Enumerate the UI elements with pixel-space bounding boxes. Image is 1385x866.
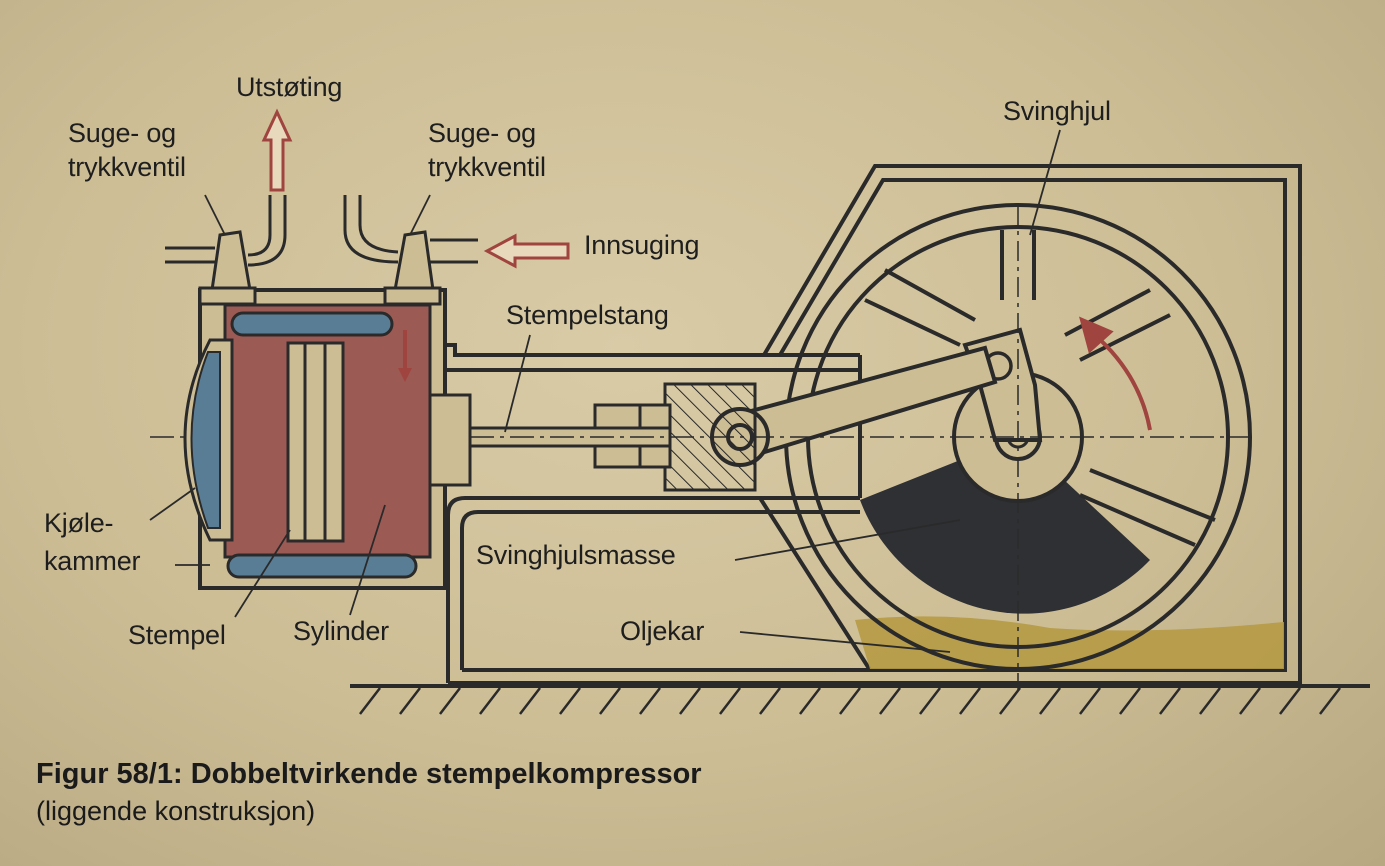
- flywheel-mass-label: Svinghjulsmasse: [476, 540, 676, 570]
- rotation-arrow: [1079, 316, 1152, 431]
- valve-left-label-line2: trykkventil: [68, 152, 186, 182]
- valve-right: [343, 195, 478, 306]
- ground: [350, 684, 1370, 715]
- oil-sump: [855, 616, 1284, 669]
- figure-caption-subtitle: (liggende konstruksjon): [36, 796, 316, 826]
- piston-rod-label: Stempelstang: [506, 300, 669, 330]
- cylinder-label: Sylinder: [293, 616, 389, 646]
- crankcase-housing: [443, 164, 1302, 685]
- valve-right-label-line2: trykkventil: [428, 152, 546, 182]
- cooling-chamber-label-line2: kammer: [44, 546, 141, 576]
- intake-label: Innsuging: [584, 230, 700, 260]
- cooling-chamber-label-line1: Kjøle-: [44, 508, 114, 538]
- valve-left: [165, 195, 287, 306]
- oil-sump-label: Oljekar: [620, 616, 705, 646]
- piston-label: Stempel: [128, 620, 226, 650]
- leader-lines: [149, 129, 1061, 653]
- valve-left-label-line1: Suge- og: [68, 118, 176, 148]
- exhaust-label: Utstøting: [236, 72, 343, 102]
- cylinder: [183, 288, 472, 590]
- figure-caption-title: Figur 58/1: Dobbeltvirkende stempelkompr…: [36, 758, 702, 790]
- exhaust-arrow: [261, 108, 293, 192]
- flywheel-label: Svinghjul: [1003, 96, 1111, 126]
- flywheel: [784, 203, 1252, 690]
- intake-arrow: [483, 233, 570, 269]
- valve-right-label-line1: Suge- og: [428, 118, 536, 148]
